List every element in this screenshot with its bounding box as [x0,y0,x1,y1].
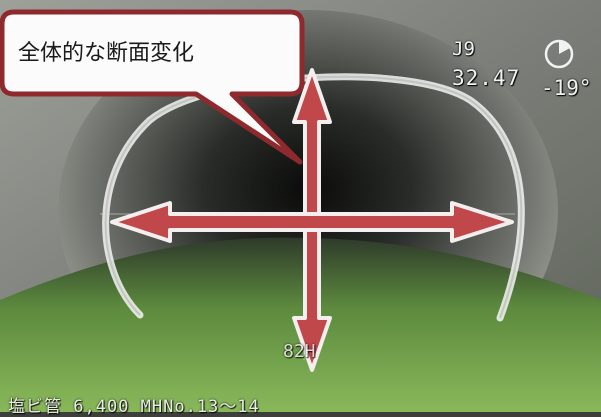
distance-readout: 32.47 [452,66,521,90]
center-code-label: 82H [283,341,316,362]
pipe-id-label: J9 [452,38,475,60]
callout-text: 全体的な断面変化 [18,41,195,66]
tilt-angle-readout: -19° [541,76,592,100]
horizontal-arrow [110,201,514,243]
clock-dial-icon [544,39,574,69]
bottom-info-caption: 塩ビ管 6,400 MHNo.13〜14 [8,397,260,417]
